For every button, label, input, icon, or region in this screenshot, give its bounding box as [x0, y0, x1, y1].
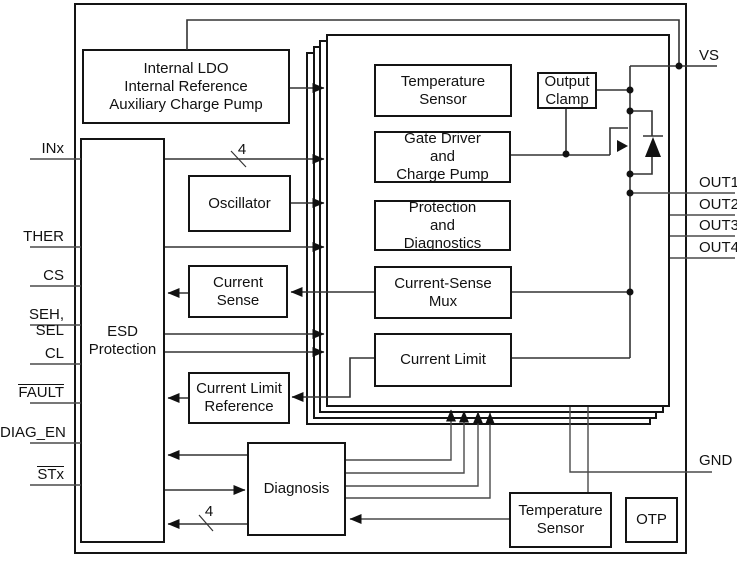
block-current-limit: Current Limit [374, 333, 512, 387]
pin-label-diag-en: DIAG_EN [0, 424, 66, 441]
pin-label-out3: OUT3 [699, 217, 737, 234]
block-internal-ldo: Internal LDO Internal Reference Auxiliar… [82, 49, 290, 124]
pin-label-vs: VS [699, 47, 720, 64]
chip-boundary [74, 3, 687, 554]
pin-label-out1: OUT1 [699, 174, 737, 191]
block-current-sense-mux: Current-Sense Mux [374, 266, 512, 319]
pin-label-out2: OUT2 [699, 196, 737, 213]
pin-label-inx: INx [41, 140, 65, 157]
pin-label-seh-sel: SEH, SEL [28, 306, 64, 339]
bus-width-inx: 4 [237, 141, 247, 158]
pin-label-fault: FAULT [18, 384, 64, 401]
block-temperature-sensor-global: Temperature Sensor [509, 492, 612, 548]
block-current-sense: Current Sense [188, 265, 288, 318]
block-diagnosis: Diagnosis [247, 442, 346, 536]
pin-label-ther: THER [23, 228, 64, 245]
pin-label-gnd: GND [699, 452, 733, 469]
pin-label-cs: CS [43, 267, 64, 284]
pin-label-stx: STx [37, 466, 64, 483]
block-otp: OTP [625, 497, 678, 543]
block-current-limit-reference: Current Limit Reference [188, 372, 290, 424]
pin-label-out4: OUT4 [699, 239, 737, 256]
block-gate-driver-charge-pump: Gate Driver and Charge Pump [374, 130, 511, 183]
block-protection-diagnostics: Protection and Diagnostics [374, 199, 511, 252]
block-temperature-sensor-channel: Temperature Sensor [374, 64, 512, 117]
bus-width-stx: 4 [204, 503, 214, 520]
block-output-clamp: Output Clamp [537, 72, 597, 109]
block-oscillator: Oscillator [188, 175, 291, 232]
pin-label-cl: CL [44, 345, 64, 362]
block-esd-protection: ESD Protection [80, 138, 165, 543]
